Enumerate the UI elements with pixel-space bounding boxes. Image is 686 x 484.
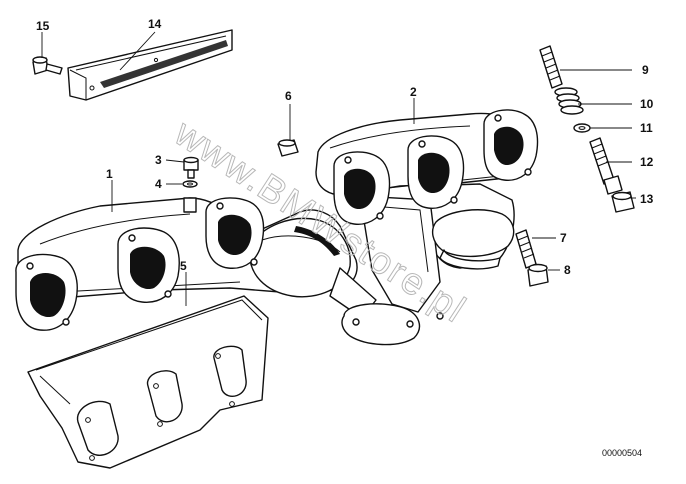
callout-10: 10 — [640, 97, 654, 111]
heat-shield-bracket — [67, 29, 233, 101]
flange-1a — [15, 253, 78, 331]
callout-4: 4 — [155, 177, 162, 191]
callout-3: 3 — [155, 153, 162, 167]
bolt-12 — [589, 137, 623, 195]
callout-15: 15 — [36, 19, 50, 33]
nut-13 — [611, 191, 635, 213]
callout-5: 5 — [180, 259, 187, 273]
exhaust-manifold-front — [15, 197, 377, 331]
washer-4 — [182, 180, 198, 188]
callout-7: 7 — [560, 231, 567, 245]
nut-6 — [277, 139, 299, 157]
callout-2: 2 — [410, 85, 417, 99]
callout-1: 1 — [106, 167, 113, 181]
callout-11: 11 — [640, 121, 653, 135]
flange-2a — [333, 151, 391, 225]
stud-9 — [539, 45, 563, 89]
nut-8 — [527, 263, 549, 287]
screw-3 — [183, 156, 199, 179]
callout-6: 6 — [285, 89, 292, 103]
callout-9: 9 — [642, 63, 649, 77]
spring-10 — [554, 87, 584, 115]
bolt-15 — [32, 56, 63, 75]
callout-13: 13 — [640, 192, 654, 206]
flange-1c — [205, 197, 265, 269]
reference-number: 00000504 — [602, 448, 642, 458]
flange-2b — [407, 135, 465, 209]
callout-8: 8 — [564, 263, 571, 277]
washer-11 — [573, 123, 591, 133]
flange-2c — [483, 109, 539, 181]
exhaust-manifold-rear — [315, 109, 539, 346]
callout-14: 14 — [148, 17, 162, 31]
stud-4b — [183, 197, 197, 213]
heat-shield-lower — [27, 295, 269, 469]
leader-lines — [41, 31, 636, 306]
stud-7 — [515, 229, 537, 269]
flange-1b — [117, 227, 180, 303]
callout-12: 12 — [640, 155, 654, 169]
